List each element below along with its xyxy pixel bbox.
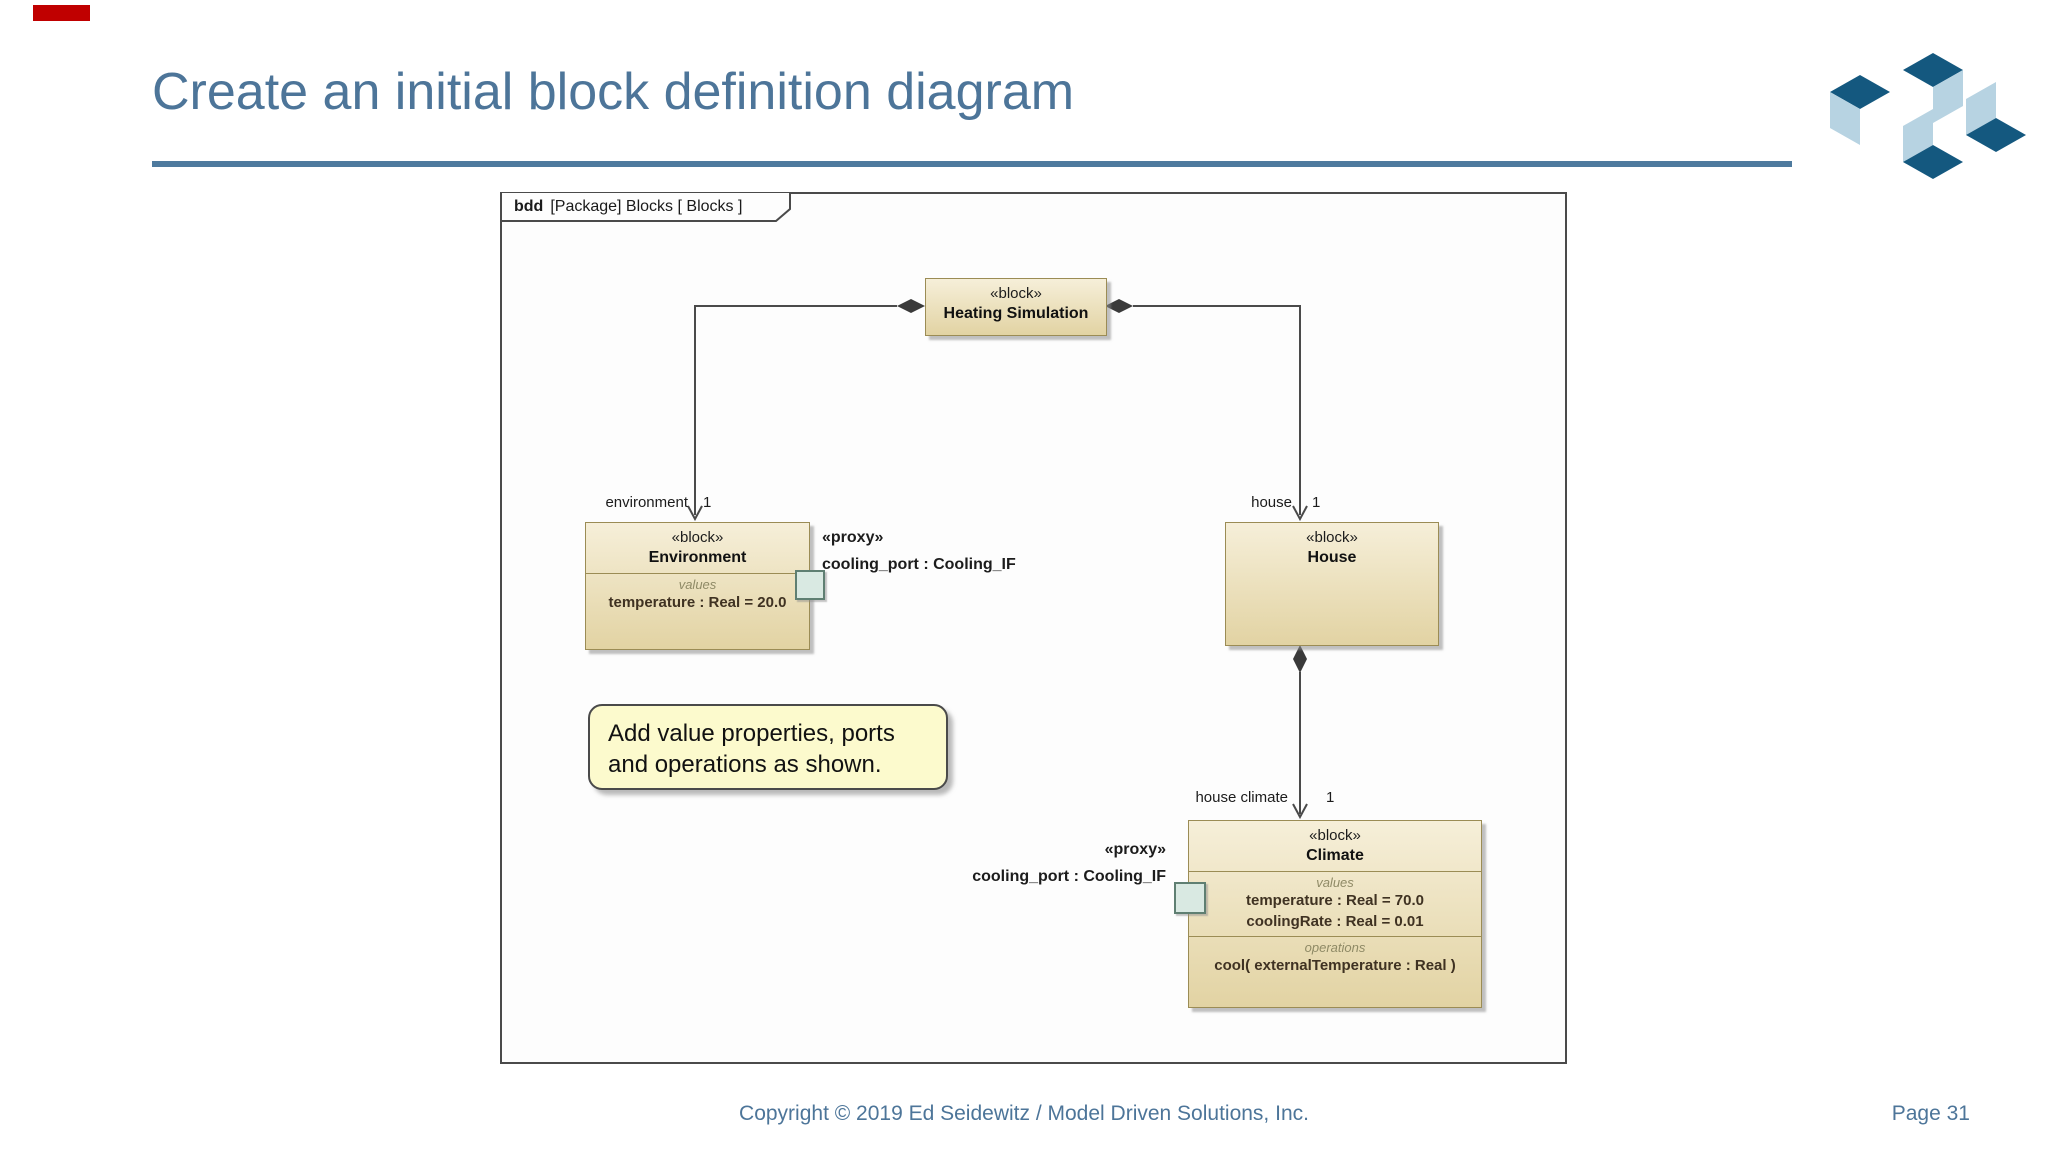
value-property: coolingRate : Real = 0.01 xyxy=(1246,913,1424,930)
block-name: House xyxy=(1307,549,1357,566)
operation: cool( externalTemperature : Real ) xyxy=(1214,957,1456,974)
environment-port xyxy=(795,570,825,600)
port-name: cooling_port : Cooling_IF xyxy=(972,868,1166,885)
role-label-house-climate: house climate xyxy=(1195,789,1288,806)
block-heating-simulation: «block» Heating Simulation xyxy=(925,278,1107,336)
frame-tab-label: bdd [Package] Blocks [ Blocks ] xyxy=(514,198,742,216)
port-stereotype: «proxy» xyxy=(822,529,884,546)
frame-keyword: bdd xyxy=(514,198,544,215)
page-number: Page 31 xyxy=(1891,1102,1970,1125)
block-name: Environment xyxy=(648,549,747,566)
climate-port-label: «proxy» cooling_port : Cooling_IF xyxy=(940,836,1166,890)
values-compartment: values temperature : Real = 20.0 xyxy=(586,573,809,613)
compartment-label: values xyxy=(678,577,717,592)
stereotype-label: «block» xyxy=(671,529,724,546)
compartment-label: values xyxy=(1316,875,1354,890)
multiplicity-house: 1 xyxy=(1312,494,1321,511)
annotation-note: Add value properties, ports and operatio… xyxy=(588,704,948,790)
compartment-label: operations xyxy=(1304,940,1366,955)
note-line-2: and operations as shown. xyxy=(608,751,882,778)
copyright-text: Copyright © 2019 Ed Seidewitz / Model Dr… xyxy=(739,1102,1309,1125)
multiplicity-environment: 1 xyxy=(703,494,712,511)
stereotype-label: «block» xyxy=(1309,827,1361,844)
multiplicity-house-climate: 1 xyxy=(1326,789,1335,806)
value-property: temperature : Real = 20.0 xyxy=(608,594,787,611)
operations-compartment: operations cool( externalTemperature : R… xyxy=(1189,936,1481,976)
role-label-environment: environment xyxy=(605,494,688,511)
stereotype-label: «block» xyxy=(1306,529,1358,546)
block-climate: «block» Climate values temperature : Rea… xyxy=(1188,820,1482,1008)
block-name: Climate xyxy=(1306,847,1364,864)
block-house: «block» House xyxy=(1225,522,1439,646)
note-line-1: Add value properties, ports xyxy=(608,720,895,747)
red-accent-bar xyxy=(33,5,90,21)
frame-tab xyxy=(500,192,791,222)
values-compartment: values temperature : Real = 70.0 cooling… xyxy=(1189,871,1481,932)
page-title: Create an initial block definition diagr… xyxy=(152,63,1075,121)
port-name: cooling_port : Cooling_IF xyxy=(822,556,1016,573)
port-stereotype: «proxy» xyxy=(1104,841,1166,858)
title-underline xyxy=(152,161,1792,167)
environment-port-label: «proxy» cooling_port : Cooling_IF xyxy=(822,524,1016,578)
climate-port xyxy=(1174,882,1206,914)
block-name: Heating Simulation xyxy=(943,305,1089,322)
block-environment: «block» Environment values temperature :… xyxy=(585,522,810,650)
stereotype-label: «block» xyxy=(990,285,1042,302)
value-property: temperature : Real = 70.0 xyxy=(1245,892,1424,909)
frame-context: [Package] Blocks [ Blocks ] xyxy=(550,198,743,215)
company-logo-icon xyxy=(1830,53,2026,179)
role-label-house: house xyxy=(1251,494,1292,511)
